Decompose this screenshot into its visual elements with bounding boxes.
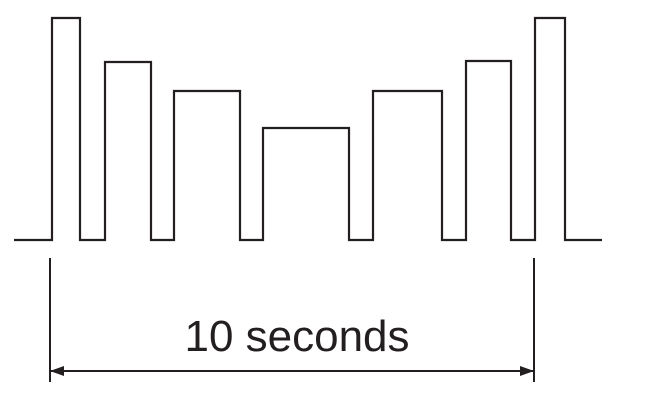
duration-label: 10 seconds (184, 312, 409, 361)
pulse-waveform (14, 16, 602, 242)
